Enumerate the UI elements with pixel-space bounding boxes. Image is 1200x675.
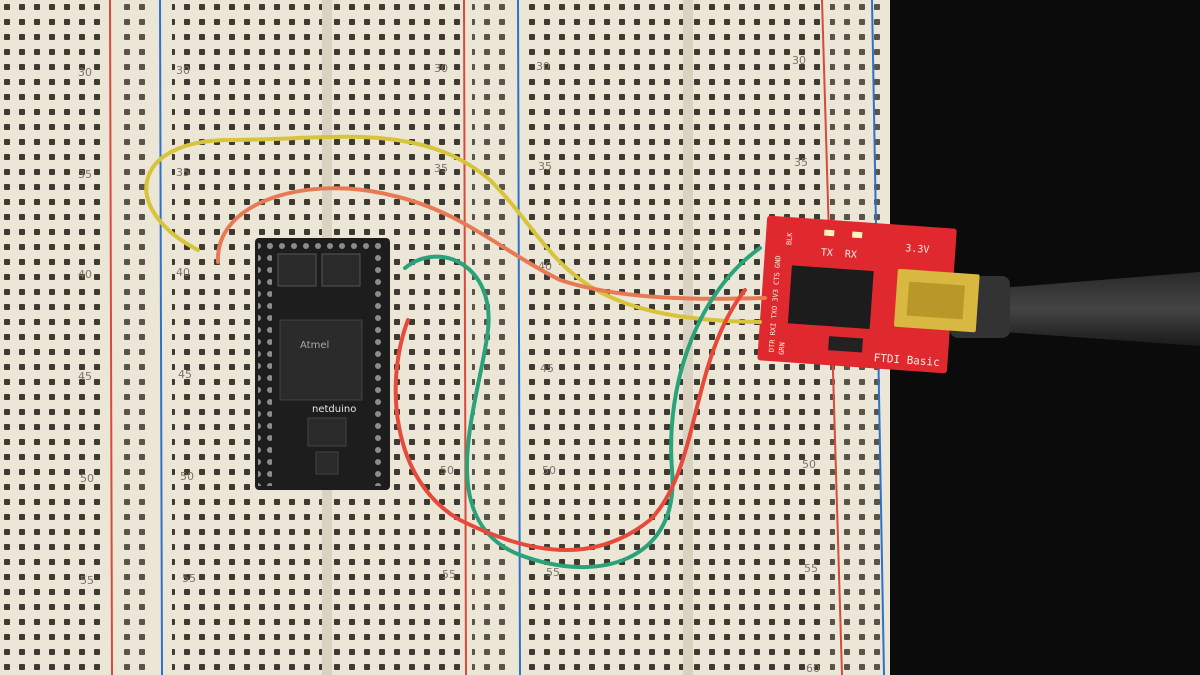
- row-number: 50: [440, 464, 454, 477]
- ftdi-title: FTDI Basic: [873, 351, 940, 369]
- row-number: 55: [546, 566, 560, 579]
- rail-line-blue: [159, 0, 163, 675]
- row-number: 30: [792, 54, 806, 67]
- row-number: 30: [536, 60, 550, 73]
- chip-brand: Atmel: [300, 340, 329, 351]
- netduino-board: Atmel netduino: [255, 238, 390, 490]
- row-numbers: 30 30 30 30 30 35 35 35 35 35 40 40 40 4…: [78, 54, 820, 675]
- ftdi-tx-label: TX: [820, 247, 833, 259]
- channel-gap: [683, 0, 693, 675]
- power-rail-holes-center: [472, 0, 514, 675]
- row-number: 45: [178, 368, 192, 381]
- row-number: 55: [804, 562, 818, 575]
- row-number: 45: [540, 362, 554, 375]
- row-number: 50: [80, 472, 94, 485]
- row-number: 50: [542, 464, 556, 477]
- row-number: 30: [78, 66, 92, 79]
- ftdi-voltage-label: 3.3V: [905, 243, 930, 256]
- red-wire: [393, 288, 747, 552]
- diode: [828, 336, 863, 353]
- led-rx: [851, 231, 863, 239]
- yellow-wire: [144, 134, 762, 324]
- row-number: 55: [182, 572, 196, 585]
- secondary-chip: [307, 417, 347, 447]
- ftdi-pin-side-label: BLK: [785, 231, 794, 245]
- orange-wire: [215, 186, 767, 301]
- pin-header-left: [258, 242, 272, 486]
- ftdi-board: TX RX 3.3V FTDI Basic DTR RXI TXO 3V3 CT…: [757, 215, 980, 374]
- ftdi-rx-label: RX: [844, 249, 857, 261]
- ftdi-chip: [787, 265, 874, 329]
- rail-line-red: [109, 0, 113, 675]
- microcontroller-chip: [279, 319, 363, 401]
- small-chip: [315, 451, 339, 475]
- row-number: 30: [434, 62, 448, 75]
- row-number: 35: [78, 168, 92, 181]
- pin-header-right: [373, 242, 387, 486]
- regulator: [321, 253, 361, 287]
- row-number: 30: [176, 64, 190, 77]
- row-number: 40: [176, 266, 190, 279]
- row-number: 55: [80, 574, 94, 587]
- row-number: 40: [78, 268, 92, 281]
- rail-line-blue: [517, 0, 521, 675]
- rail-line-red: [463, 0, 467, 675]
- led-tx: [824, 229, 835, 237]
- row-number: 50: [180, 470, 194, 483]
- row-number: 35: [176, 166, 190, 179]
- row-number: 45: [78, 370, 92, 383]
- green-wire: [403, 246, 762, 569]
- netduino-brand: netduino: [312, 404, 356, 415]
- ftdi-pin-side-label-2: GRN: [778, 342, 787, 355]
- regulator: [277, 253, 317, 287]
- pin-header-top: [260, 240, 386, 252]
- power-rail-holes-left: [118, 0, 154, 675]
- row-number: 35: [434, 162, 448, 175]
- row-number: 60: [806, 662, 820, 675]
- row-number: 50: [802, 458, 816, 471]
- row-number: 55: [442, 568, 456, 581]
- row-number: 35: [538, 160, 552, 173]
- terminal-strip-far-left: [0, 0, 100, 675]
- usb-cable: [975, 272, 1200, 346]
- row-number: 35: [794, 156, 808, 169]
